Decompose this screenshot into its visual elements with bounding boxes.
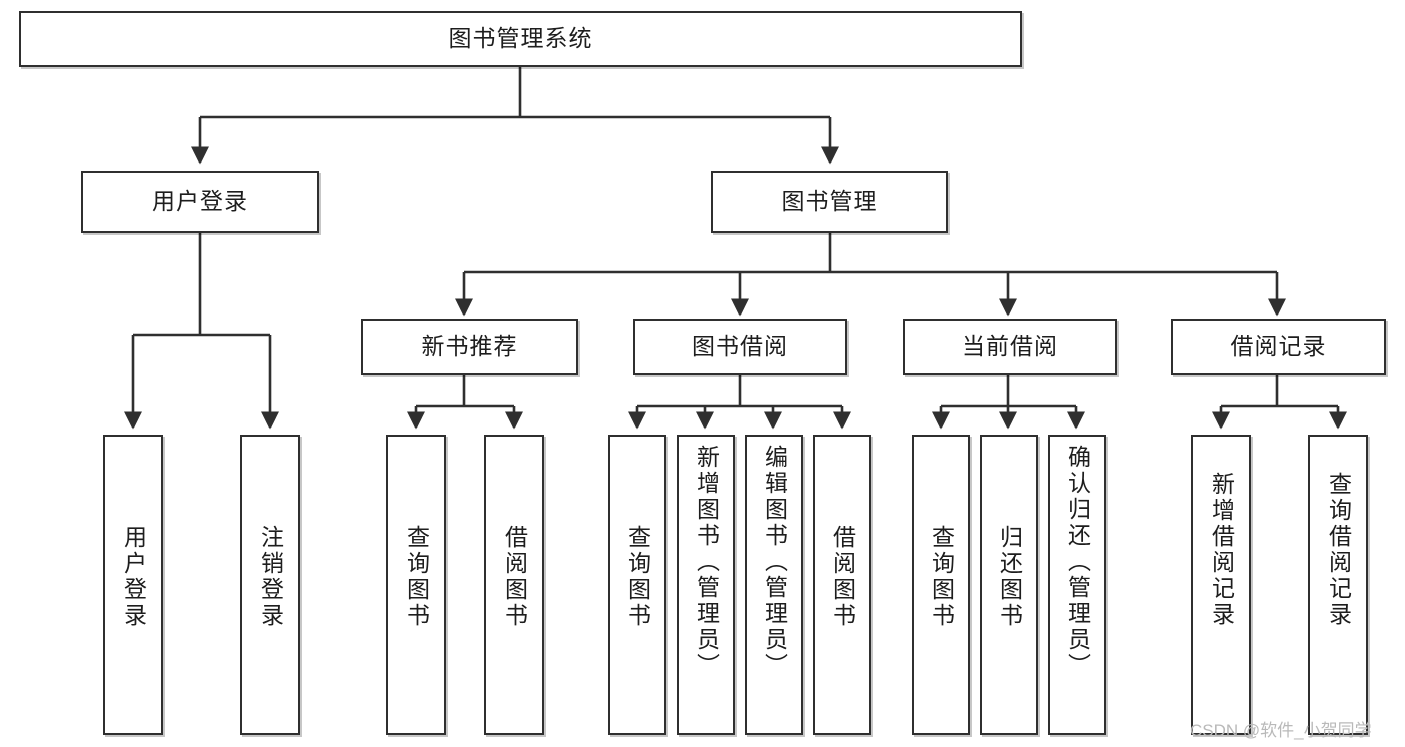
node-label: 新书推荐 xyxy=(421,333,518,360)
node-label: 查询图书 xyxy=(928,525,955,629)
node-leaf-query-book-current[interactable]: 查询图书 xyxy=(912,435,970,735)
node-label: 查询图书 xyxy=(624,525,651,629)
node-leaf-add-book-admin[interactable]: 新增图书（管理员） xyxy=(677,435,735,735)
node-leaf-user-login[interactable]: 用户登录 xyxy=(103,435,163,735)
node-label: 借阅记录 xyxy=(1230,333,1327,360)
node-borrow-record[interactable]: 借阅记录 xyxy=(1171,319,1386,375)
node-label: 注销登录 xyxy=(257,525,284,629)
node-label: 图书管理系统 xyxy=(448,25,593,52)
node-new-book-recommend[interactable]: 新书推荐 xyxy=(361,319,578,375)
node-leaf-edit-book-admin[interactable]: 编辑图书（管理员） xyxy=(745,435,803,735)
node-book-borrow[interactable]: 图书借阅 xyxy=(633,319,847,375)
node-book-management[interactable]: 图书管理 xyxy=(711,171,948,233)
node-label: 用户登录 xyxy=(152,188,248,215)
node-leaf-query-borrow-record[interactable]: 查询借阅记录 xyxy=(1308,435,1368,735)
node-label: 用户登录 xyxy=(120,525,147,629)
node-root-book-management-system[interactable]: 图书管理系统 xyxy=(19,11,1022,67)
node-leaf-add-borrow-record[interactable]: 新增借阅记录 xyxy=(1191,435,1251,735)
node-leaf-query-book-recommend[interactable]: 查询图书 xyxy=(386,435,446,735)
node-label: 新增借阅记录 xyxy=(1208,472,1235,628)
node-label: 确认归还（管理员） xyxy=(1064,445,1091,679)
node-label: 查询图书 xyxy=(403,525,430,629)
node-leaf-logout[interactable]: 注销登录 xyxy=(240,435,300,735)
node-label: 编辑图书（管理员） xyxy=(761,445,788,679)
node-label: 图书借阅 xyxy=(692,333,788,360)
csdn-watermark: CSDN @软件_小贺同学 xyxy=(1190,721,1372,740)
node-user-login[interactable]: 用户登录 xyxy=(81,171,319,233)
node-leaf-return-book[interactable]: 归还图书 xyxy=(980,435,1038,735)
node-label: 借阅图书 xyxy=(829,525,856,629)
node-label: 借阅图书 xyxy=(501,525,528,629)
node-leaf-query-book-borrow[interactable]: 查询图书 xyxy=(608,435,666,735)
node-leaf-confirm-return-admin[interactable]: 确认归还（管理员） xyxy=(1048,435,1106,735)
node-current-borrow[interactable]: 当前借阅 xyxy=(903,319,1117,375)
node-label: 图书管理 xyxy=(781,188,878,215)
node-leaf-borrow-book-recommend[interactable]: 借阅图书 xyxy=(484,435,544,735)
node-label: 当前借阅 xyxy=(962,333,1058,360)
node-leaf-borrow-book[interactable]: 借阅图书 xyxy=(813,435,871,735)
node-label: 归还图书 xyxy=(996,525,1023,629)
node-label: 查询借阅记录 xyxy=(1325,472,1352,628)
node-label: 新增图书（管理员） xyxy=(693,445,720,679)
